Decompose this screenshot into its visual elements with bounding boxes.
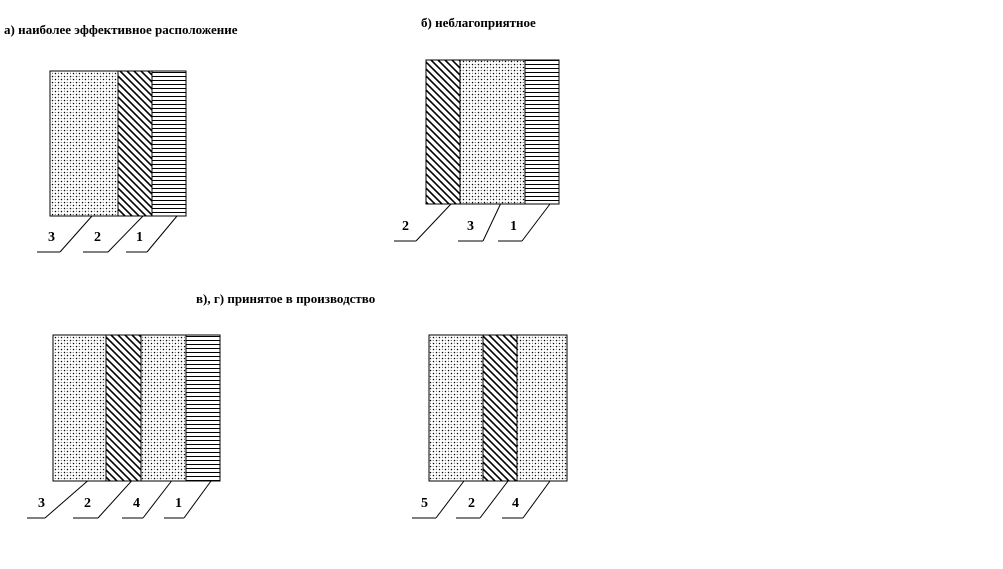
diagram-frame: [52, 334, 221, 482]
layer-number-label: 5: [421, 496, 428, 511]
layer-horizontal: [185, 334, 221, 482]
layer-diagonal: [105, 334, 142, 482]
layer-number-label: 2: [468, 496, 475, 511]
diagram-b: [394, 59, 560, 242]
layer-number-label: 2: [84, 496, 91, 511]
caption-a: а) наиболее эффективное расположение: [4, 22, 238, 37]
layer-diagonal: [117, 70, 153, 217]
layer-horizontal: [151, 70, 187, 217]
layer-horizontal: [524, 59, 560, 205]
diagram-g: [412, 334, 568, 519]
leader-line: [479, 480, 509, 519]
layer-dots: [49, 70, 119, 217]
leader-line: [59, 215, 93, 253]
layer-diagonal: [482, 334, 518, 482]
layer-dots: [516, 334, 568, 482]
diagram-v: [27, 334, 221, 519]
layer-dots: [52, 334, 107, 482]
layer-number-label: 2: [402, 219, 409, 234]
diagram-frame: [428, 334, 568, 482]
layer-dots: [140, 334, 187, 482]
layer-number-label: 4: [133, 496, 140, 511]
layer-dots: [428, 334, 484, 482]
leader-line: [521, 203, 551, 242]
layer-number-label: 1: [510, 219, 517, 234]
leader-line: [183, 480, 212, 519]
leader-line: [97, 480, 132, 519]
layer-number-label: 2: [94, 230, 101, 245]
layer-dots: [459, 59, 526, 205]
leader-line: [522, 480, 551, 519]
layer-number-label: 3: [38, 496, 45, 511]
caption-b: б) неблагоприятное: [421, 15, 536, 30]
layer-number-label: 1: [175, 496, 182, 511]
layer-diagonal: [425, 59, 461, 205]
layer-number-label: 3: [48, 230, 55, 245]
leader-line: [146, 215, 178, 253]
layer-number-label: 1: [136, 230, 143, 245]
diagram-frame: [49, 70, 187, 217]
diagram-a: [37, 70, 187, 253]
leader-line: [482, 203, 501, 242]
leader-line: [435, 480, 465, 519]
leader-line: [44, 480, 88, 519]
layer-number-label: 3: [467, 219, 474, 234]
diagram-frame: [425, 59, 560, 205]
leader-line: [415, 203, 452, 242]
leader-line: [142, 480, 172, 519]
caption-vg: в), г) принятое в производство: [196, 291, 376, 306]
layer-number-label: 4: [512, 496, 519, 511]
leader-line: [107, 215, 144, 253]
